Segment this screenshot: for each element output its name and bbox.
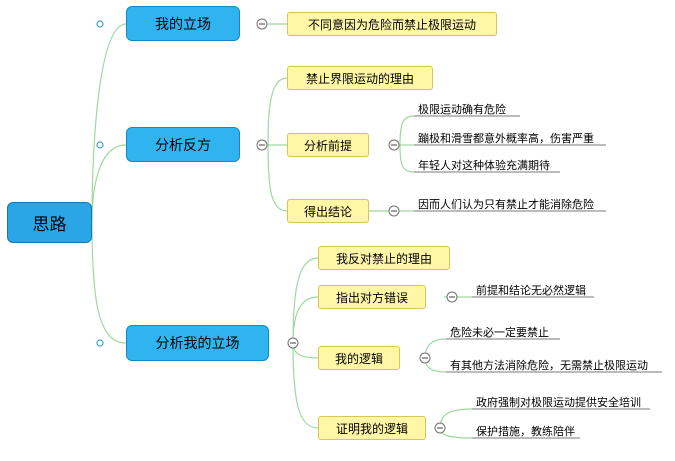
sub-node-stance[interactable]: 不同意因为危险而禁止极限运动 <box>287 12 497 36</box>
main-node-stance[interactable]: 我的立场 <box>126 6 240 41</box>
leaf-logic-2[interactable]: 有其他方法消除危险，无需禁止极限运动 <box>450 359 648 372</box>
collapse-toggle-opponent[interactable] <box>256 139 268 151</box>
collapse-toggle-prove[interactable] <box>434 422 446 434</box>
main-node-mine[interactable]: 分析我的立场 <box>126 325 269 361</box>
connector-opp-reason <box>267 77 288 146</box>
collapse-toggle-logic[interactable] <box>419 352 431 364</box>
connector-prove-1 <box>439 408 473 429</box>
sub-node-prove-logic[interactable]: 证明我的逻辑 <box>318 416 426 440</box>
attach-dot-icon <box>96 141 104 149</box>
leaf-premise-3[interactable]: 年轻人对这种体验充满期待 <box>418 159 550 172</box>
sub-node-opp-conclusion[interactable]: 得出结论 <box>287 199 369 223</box>
root-node[interactable]: 思路 <box>7 202 92 243</box>
connector-root-mine <box>91 221 127 344</box>
connector-premise-3 <box>399 144 415 173</box>
collapse-toggle-mine[interactable] <box>287 337 299 349</box>
collapse-toggle-stance[interactable] <box>256 18 268 30</box>
leaf-prove-1[interactable]: 政府强制对极限运动提供安全培训 <box>476 396 641 409</box>
main-node-opponent[interactable]: 分析反方 <box>126 127 240 162</box>
collapse-toggle-conclusion[interactable] <box>388 205 400 217</box>
connector-point-error <box>292 296 319 344</box>
connector-premise-1 <box>399 115 415 146</box>
leaf-prove-2[interactable]: 保护措施，教练陪伴 <box>476 425 575 438</box>
leaf-premise-2[interactable]: 蹦极和滑雪都意外概率高，伤害严重 <box>418 132 594 145</box>
collapse-toggle-premise[interactable] <box>388 139 400 151</box>
leaf-error[interactable]: 前提和结论无必然逻辑 <box>476 284 586 297</box>
connector-opp-conclusion <box>267 144 288 212</box>
connector-prove-logic <box>292 342 319 429</box>
attach-dot-icon <box>96 339 104 347</box>
connector-root-opponent <box>91 144 127 223</box>
collapse-toggle-error[interactable] <box>446 291 458 303</box>
attach-dot-icon <box>96 20 104 28</box>
sub-node-my-logic[interactable]: 我的逻辑 <box>318 346 400 370</box>
sub-node-opp-premise[interactable]: 分析前提 <box>287 133 369 157</box>
connector-root-stance <box>91 23 127 223</box>
leaf-conclusion[interactable]: 因而人们认为只有禁止才能消除危险 <box>418 198 594 211</box>
sub-node-opp-reason[interactable]: 禁止界限运动的理由 <box>287 66 433 90</box>
sub-node-point-error[interactable]: 指出对方错误 <box>318 285 426 309</box>
sub-node-my-reason[interactable]: 我反对禁止的理由 <box>318 246 450 270</box>
leaf-logic-1[interactable]: 危险未必一定要禁止 <box>450 326 549 339</box>
leaf-premise-1[interactable]: 极限运动确有危险 <box>418 103 506 116</box>
connector-my-reason <box>292 257 319 344</box>
